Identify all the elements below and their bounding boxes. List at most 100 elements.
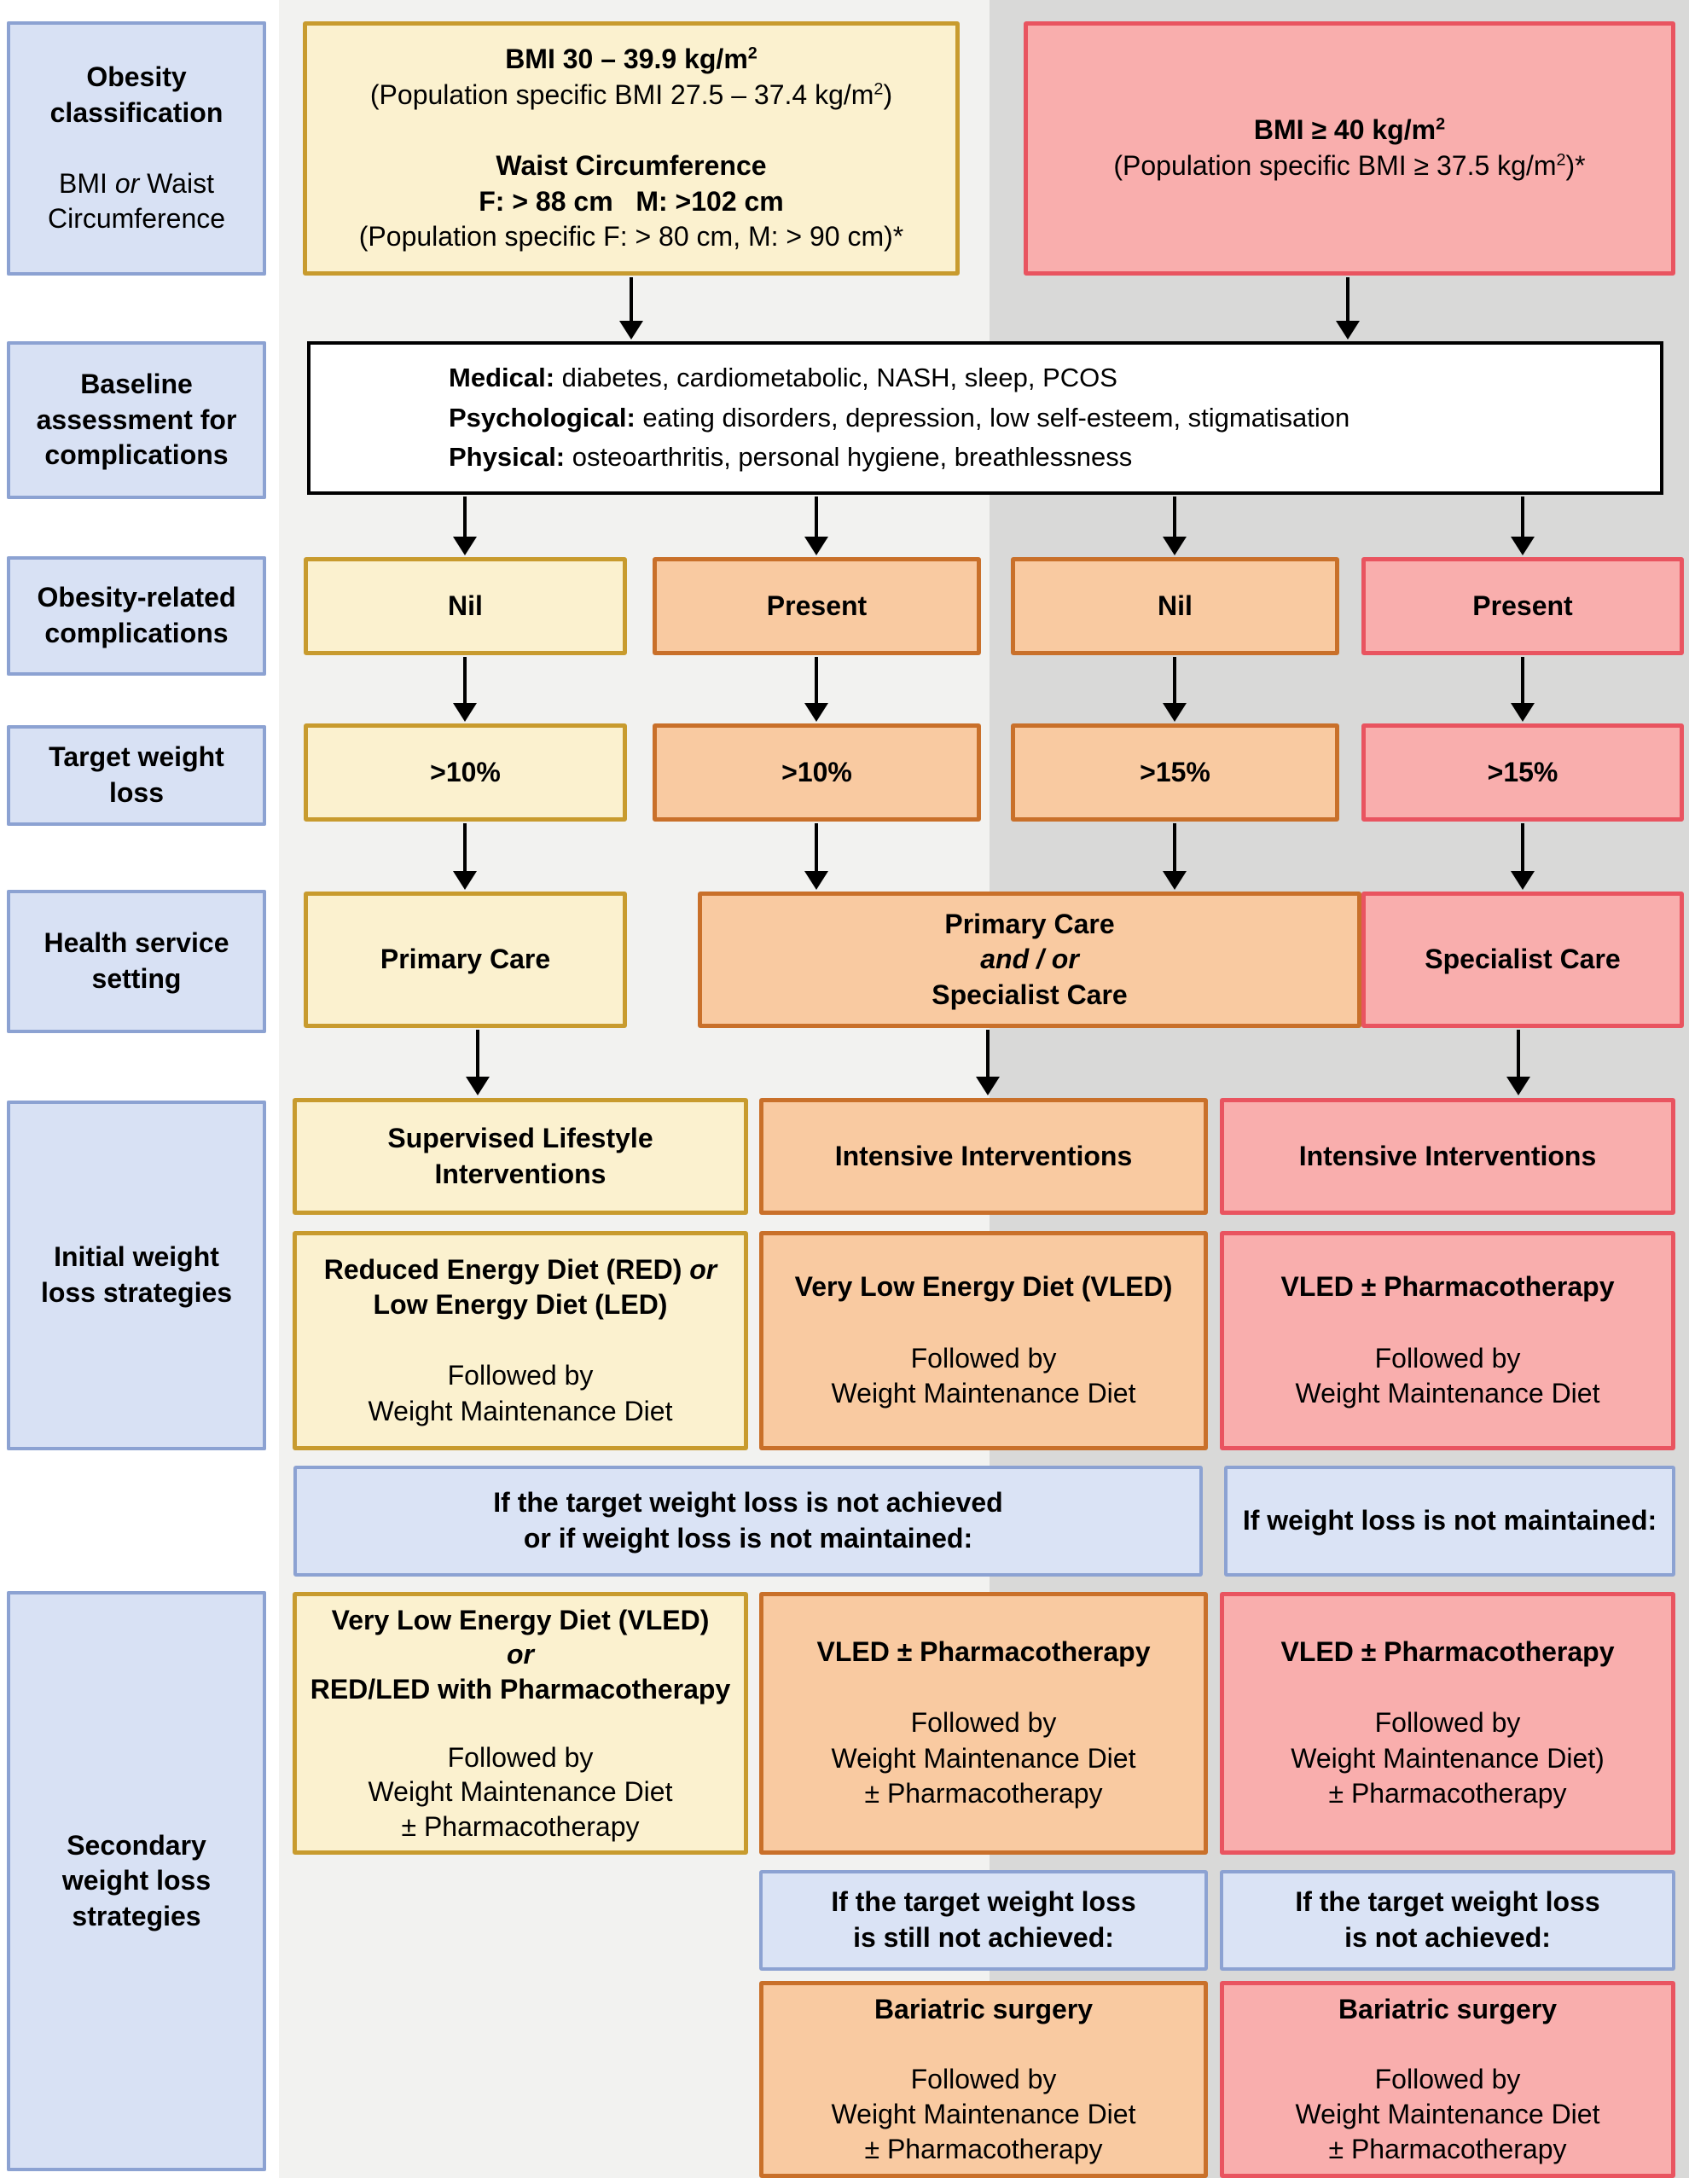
text-line — [980, 1670, 988, 1706]
primary-care-box: Primary Care — [304, 892, 627, 1028]
target-15pct-box-2: >15% — [1361, 723, 1684, 822]
text-line: RED/LED with Pharmacotherapy — [310, 1673, 731, 1705]
label-health-service-setting: Health service setting — [7, 890, 266, 1033]
text-line: Supervised Lifestyle — [387, 1122, 653, 1153]
text-line: is not achieved: — [1344, 1922, 1551, 1953]
text-line: ± Pharmacotherapy — [1328, 2134, 1567, 2164]
text-line: If the target weight loss — [1295, 1886, 1600, 1918]
red-led-diet-box: Reduced Energy Diet (RED) or Low Energy D… — [293, 1231, 748, 1450]
text-line: If weight loss is not maintained: — [1242, 1505, 1657, 1536]
text-line: (Population specific BMI ≥ 37.5 kg/m2)* — [1113, 150, 1586, 181]
text-line: complications — [44, 439, 229, 471]
text-line: Weight Maintenance Diet — [831, 1742, 1136, 1774]
label-obesity-related-complications: Obesity-related complications — [7, 556, 266, 676]
text-line: Very Low Energy Diet (VLED) — [331, 1605, 710, 1636]
text-line: Followed by — [447, 1360, 594, 1391]
target-10pct-box-1: >10% — [304, 723, 627, 822]
text-line: Followed by — [1374, 1707, 1521, 1739]
text-line: Circumference — [47, 203, 226, 235]
condition-not-maintained-box: If weight loss is not maintained: — [1224, 1466, 1675, 1577]
label-secondary-weight-loss-strategies: Secondary weight loss strategies — [7, 1591, 266, 2171]
text-line — [980, 2027, 988, 2062]
text-line: Intensive Interventions — [834, 1140, 1133, 1171]
text-line: Health service — [44, 927, 229, 959]
text-line: Nil — [1158, 590, 1193, 621]
text-line: Bariatric surgery — [874, 1994, 1094, 2024]
bmi-30-39-box: BMI 30 – 39.9 kg/m2(Population specific … — [303, 21, 960, 276]
text-line: Weight Maintenance Diet — [368, 1395, 673, 1426]
text-line: is still not achieved: — [853, 1922, 1114, 1953]
vled-diet-box: Very Low Energy Diet (VLED) Followed by W… — [759, 1231, 1208, 1450]
text-line: Followed by — [1374, 2064, 1521, 2094]
text-line: ± Pharmacotherapy — [1328, 1778, 1567, 1809]
text-line: Weight Maintenance Diet — [1295, 2099, 1600, 2129]
text-line: Secondary — [67, 1829, 206, 1861]
text-line — [980, 1305, 988, 1341]
text-line: weight loss — [61, 1865, 212, 1896]
text-line: loss — [108, 777, 165, 808]
text-line: classification — [49, 96, 223, 128]
text-line: Low Energy Diet (LED) — [373, 1289, 668, 1321]
text-line — [1444, 1305, 1452, 1341]
text-line: Medical: diabetes, cardiometabolic, NASH… — [449, 363, 1117, 393]
text-line: or — [507, 1639, 534, 1670]
condition-not-achieved-box: If the target weight loss is not achieved… — [1220, 1870, 1675, 1971]
text-line: ± Pharmacotherapy — [401, 1810, 640, 1842]
text-line: Weight Maintenance Diet) — [1291, 1742, 1605, 1774]
text-line: >15% — [1140, 756, 1210, 787]
text-line: Followed by — [910, 1707, 1057, 1739]
target-15pct-box-1: >15% — [1011, 723, 1339, 822]
text-line: Present — [766, 590, 868, 621]
text-line: Weight Maintenance Diet — [831, 1378, 1136, 1409]
text-line: Waist Circumference — [496, 150, 767, 181]
text-line: Reduced Energy Diet (RED) or — [323, 1253, 717, 1285]
bariatric-surgery-box-2: Bariatric surgery Followed by Weight Main… — [1220, 1981, 1675, 2178]
text-line: Weight Maintenance Diet — [1295, 1378, 1600, 1409]
text-line: >15% — [1487, 756, 1558, 787]
text-line: VLED ± Pharmacotherapy — [1280, 1271, 1615, 1303]
text-line — [1444, 2027, 1452, 2062]
text-line: Primary Care — [944, 908, 1115, 939]
text-line: or if weight loss is not maintained: — [523, 1523, 973, 1554]
text-line — [133, 131, 141, 166]
condition-target-not-achieved-box: If the target weight loss is not achieve… — [293, 1466, 1203, 1577]
text-line: Bariatric surgery — [1338, 1994, 1558, 2024]
text-line: Primary Care — [380, 944, 551, 975]
text-line: Followed by — [447, 1742, 594, 1774]
text-line: (Population specific BMI 27.5 – 37.4 kg/… — [369, 78, 893, 110]
complications-nil-box-2: Nil — [1011, 557, 1339, 655]
text-line: complications — [44, 618, 229, 648]
text-line — [517, 1706, 525, 1740]
text-line: Very Low Energy Diet (VLED) — [794, 1271, 1173, 1303]
text-line: >10% — [781, 756, 852, 787]
text-line: ± Pharmacotherapy — [864, 1778, 1103, 1809]
text-line: Specialist Care — [1425, 944, 1621, 975]
text-line — [517, 1323, 525, 1359]
text-line: ± Pharmacotherapy — [864, 2134, 1103, 2164]
text-line: Weight Maintenance Diet — [368, 1776, 673, 1808]
text-line: Specialist Care — [932, 979, 1128, 1010]
intensive-interventions-box-1: Intensive Interventions — [759, 1098, 1208, 1215]
text-line: setting — [91, 963, 182, 994]
text-line: strategies — [72, 1900, 201, 1931]
text-line: Physical: osteoarthritis, personal hygie… — [449, 442, 1133, 473]
text-line: VLED ± Pharmacotherapy — [816, 1636, 1151, 1668]
text-line: BMI ≥ 40 kg/m2 — [1253, 114, 1446, 146]
text-line: Obesity — [86, 61, 187, 93]
text-line: Intensive Interventions — [1298, 1140, 1597, 1171]
baseline-assessment-box: Medical: diabetes, cardiometabolic, NASH… — [307, 341, 1663, 495]
text-line: Interventions — [434, 1158, 607, 1189]
text-line: Obesity-related — [37, 582, 236, 613]
text-line: Weight Maintenance Diet — [831, 2099, 1136, 2129]
text-line: Followed by — [910, 1342, 1057, 1374]
text-line — [628, 113, 636, 148]
